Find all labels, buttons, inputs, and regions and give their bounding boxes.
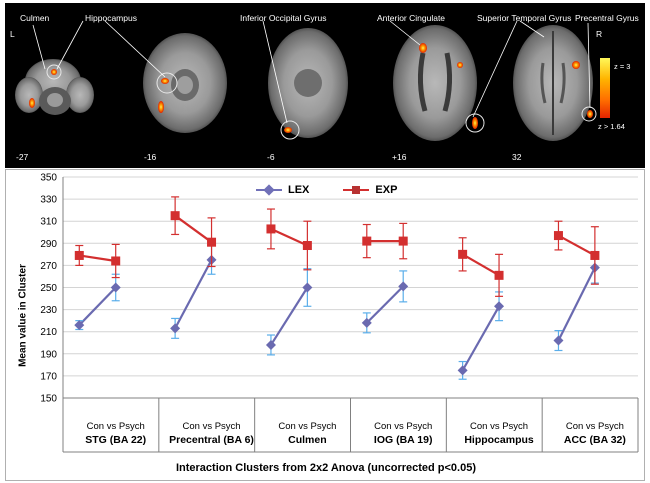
lex-data-point [74, 320, 85, 331]
slice-number: +16 [392, 152, 407, 162]
lex-series-line [78, 286, 117, 326]
group-sublabel: Con vs Psych [566, 421, 624, 432]
slice-number: -6 [267, 152, 275, 162]
x-axis-label: Interaction Clusters from 2x2 Anova (unc… [175, 462, 477, 474]
y-tick-label: 170 [40, 371, 57, 382]
right-side-marker: R [596, 29, 603, 39]
group-sublabel: Con vs Psych [278, 421, 336, 432]
exp-data-point [362, 236, 372, 246]
lex-series-line [270, 286, 309, 346]
brain-slice-2 [143, 33, 227, 133]
lex-data-point [398, 281, 409, 292]
exp-data-point [458, 249, 468, 259]
group-sublabel: Con vs Psych [87, 421, 145, 432]
label-leader-lines [32, 20, 591, 124]
group-label: Precentral (BA 6) [169, 434, 254, 446]
left-side-marker: L [10, 29, 15, 39]
group-sublabel: Con vs Psych [470, 421, 528, 432]
exp-data-point [302, 241, 312, 251]
colorbar-min-label: z > 1.64 [598, 122, 625, 131]
legend-exp-label: EXP [375, 184, 398, 196]
y-tick-label: 310 [40, 217, 57, 228]
group-label: Culmen [288, 434, 327, 446]
group-label: Hippocampus [464, 434, 534, 446]
brain-slice-1 [15, 59, 94, 115]
y-tick-label: 150 [40, 394, 57, 405]
colorbar [600, 58, 610, 118]
region-label-anterior-cingulate: Anterior Cingulate [377, 13, 446, 23]
legend-lex-label: LEX [288, 184, 310, 196]
exp-data-point [207, 237, 217, 247]
exp-data-point [74, 250, 84, 260]
lex-data-point [170, 323, 181, 334]
lex-series-line [366, 285, 404, 324]
y-tick-label: 230 [40, 305, 57, 316]
exp-data-point [398, 236, 408, 246]
exp-data-point [553, 231, 563, 241]
y-tick-label: 270 [40, 261, 57, 272]
exp-series-line [557, 234, 596, 257]
exp-data-point [170, 211, 180, 221]
region-label-iog: Inferior Occipital Gyrus [240, 13, 327, 23]
y-tick-label: 350 [40, 173, 57, 184]
chart-legend: LEX EXP [256, 184, 397, 196]
lex-data-point [361, 317, 372, 328]
group-label: STG (BA 22) [85, 434, 146, 446]
brain-slices-panel: L R Culmen Hippocampus Inferior Occipita… [5, 3, 645, 168]
exp-series-line [79, 254, 116, 263]
lex-data-point [110, 282, 121, 293]
y-tick-label: 210 [40, 327, 57, 338]
brain-slice-4 [393, 25, 485, 141]
group-label: ACC (BA 32) [564, 434, 626, 446]
y-tick-label: 250 [40, 283, 57, 294]
y-axis-label: Mean value in Cluster [17, 264, 29, 367]
lex-series-line [174, 259, 213, 329]
lex-data-point [494, 301, 505, 312]
slice-number: -16 [144, 152, 157, 162]
lex-data-point [457, 365, 468, 376]
group-label: IOG (BA 19) [374, 434, 433, 446]
group-sublabel: Con vs Psych [183, 421, 241, 432]
y-tick-label: 290 [40, 239, 57, 250]
exp-data-point [494, 270, 504, 280]
exp-data-point [590, 250, 600, 260]
y-tick-label: 190 [40, 349, 57, 360]
exp-data-point [111, 256, 121, 266]
region-label-culmen: Culmen [20, 13, 50, 23]
lex-series-line [557, 267, 596, 342]
legend-lex-swatch [256, 184, 282, 196]
exp-series-line [462, 253, 500, 277]
group-sublabel: Con vs Psych [374, 421, 432, 432]
slice-number: -27 [16, 152, 29, 162]
brain-slice-3 [268, 28, 348, 140]
exp-series-line [270, 227, 308, 247]
slice-number: 32 [512, 152, 522, 162]
exp-series-line [174, 214, 213, 244]
legend-exp-swatch [343, 184, 370, 196]
lex-data-point [553, 335, 564, 346]
region-label-precentral: Precentral Gyrus [575, 13, 639, 23]
lex-data-point [302, 282, 313, 293]
brain-slice-5 [513, 25, 597, 141]
region-label-hippocampus: Hippocampus [85, 13, 137, 23]
lex-series-line [461, 305, 500, 371]
exp-data-point [266, 224, 276, 234]
colorbar-max-label: z = 3 [614, 62, 631, 71]
brain-slices-svg [15, 20, 597, 141]
region-label-stg: Superior Temporal Gyrus [477, 13, 572, 23]
y-tick-label: 330 [40, 195, 57, 206]
lex-data-point [265, 339, 276, 350]
